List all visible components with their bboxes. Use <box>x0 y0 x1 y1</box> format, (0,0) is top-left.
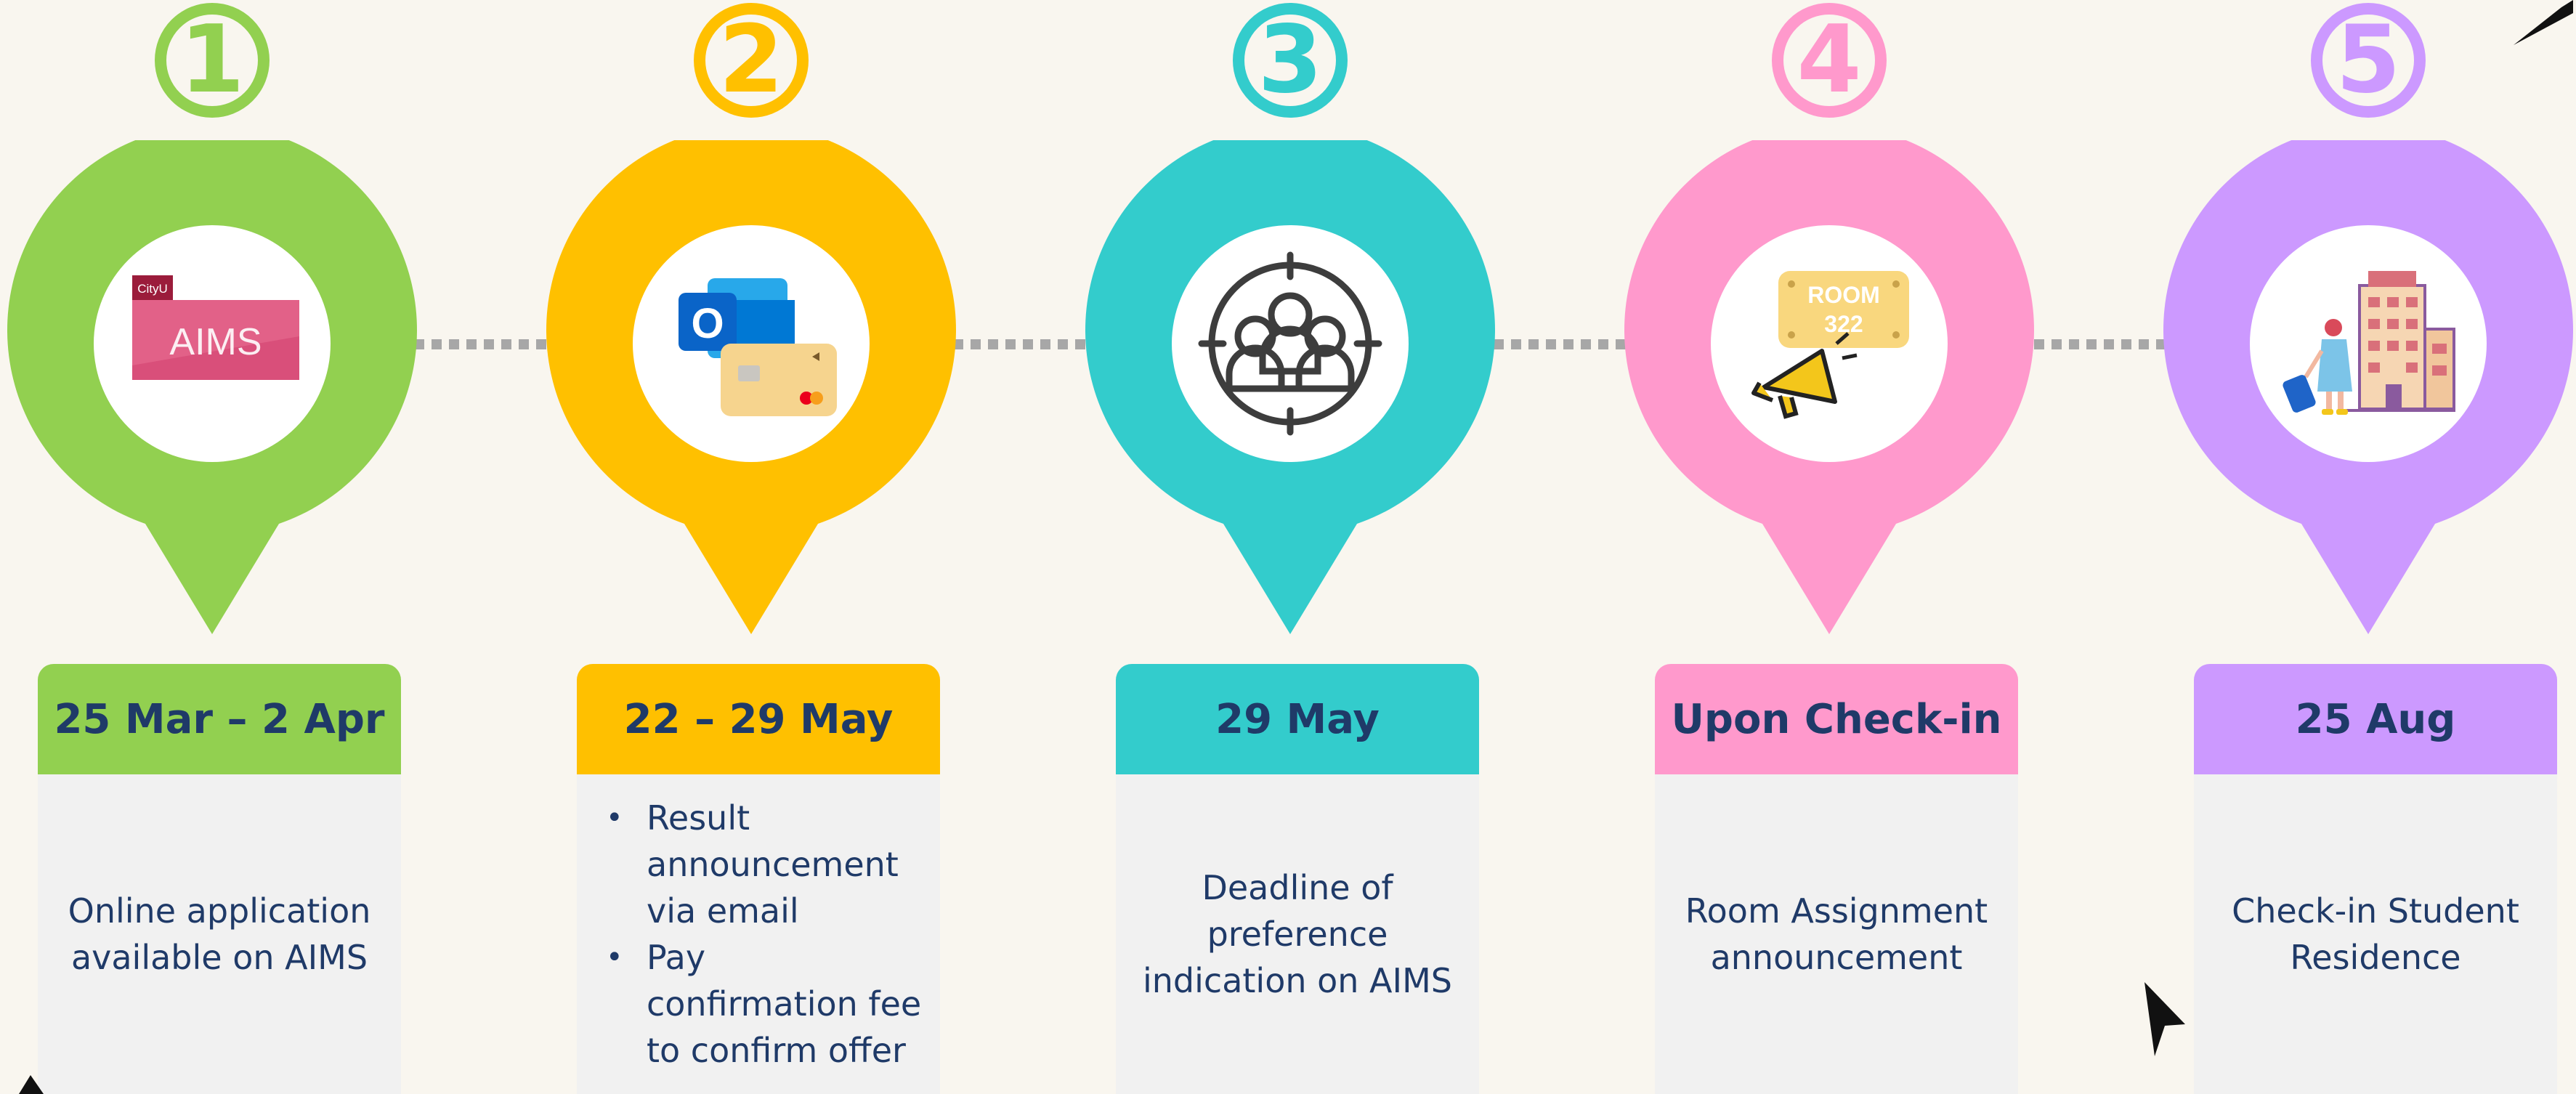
step-description-box: Deadline of preference indication on AIM… <box>1116 774 1479 1094</box>
corner-arrow-mark <box>19 1075 44 1094</box>
date-label: 25 Aug <box>2194 664 2557 774</box>
step-description-box: Check-in Student Residence <box>2194 774 2557 1094</box>
room-sign-megaphone-icon: ROOM 322 <box>1751 271 1909 419</box>
mouse-cursor-icon <box>2144 982 2185 1056</box>
svg-text:CityU: CityU <box>137 282 168 296</box>
step-description-box: Online application available on AIMS <box>38 774 401 1094</box>
step-description: Online application available on AIMS <box>68 891 371 977</box>
pin-icon-circle: ROOM 322 <box>1711 225 1948 462</box>
timeline-step-1: 1 CityU AIMS 25 Mar – 2 Apr Online appli… <box>7 0 417 1094</box>
timeline-step-5: 5 25 Aug Check <box>2163 0 2573 1094</box>
timeline-step-3: 3 29 May Deadline of preference indicati… <box>1085 0 1495 1094</box>
bullet-item: Pay confirmation fee to confirm offer <box>606 934 926 1074</box>
step-number-badge: 2 <box>694 3 809 118</box>
svg-text:322: 322 <box>1824 311 1863 337</box>
bullet-item: Result announcement via email <box>606 795 926 934</box>
date-label: 29 May <box>1116 664 1479 774</box>
svg-text:O: O <box>691 300 724 347</box>
timeline-step-2: 2 O 22 – 29 May Result announcement via … <box>546 0 956 1094</box>
date-label: 22 – 29 May <box>577 664 940 774</box>
step-description: Room Assignment announcement <box>1685 891 1988 977</box>
pin-icon-circle <box>2250 225 2487 462</box>
step-description: Check-in Student Residence <box>2232 891 2519 977</box>
step-number-badge: 5 <box>2311 3 2426 118</box>
pin-icon-circle: O <box>633 225 870 462</box>
pin-icon-circle <box>1172 225 1409 462</box>
dotted-connector-4-5 <box>2034 339 2172 349</box>
step-description: Deadline of preference indication on AIM… <box>1143 868 1452 1000</box>
dotted-connector-3-4 <box>1494 339 1632 349</box>
traveler-hotel-icon <box>2283 271 2455 415</box>
step-number-badge: 3 <box>1233 3 1348 118</box>
svg-text:AIMS: AIMS <box>169 321 262 363</box>
pin-icon-circle: CityU AIMS <box>94 225 331 462</box>
aims-logo-icon: CityU AIMS <box>132 275 299 380</box>
date-label: 25 Mar – 2 Apr <box>38 664 401 774</box>
pen-stroke-mark <box>2514 0 2573 45</box>
step-bullet-list: Result announcement via email Pay confir… <box>591 795 926 1074</box>
step-number-badge: 1 <box>155 3 270 118</box>
step-description-box: Room Assignment announcement <box>1655 774 2018 1094</box>
dotted-connector-1-2 <box>414 339 552 349</box>
svg-text:ROOM: ROOM <box>1807 282 1880 308</box>
timeline-step-4: 4 ROOM 322 Upon Check-in Room Assignment… <box>1624 0 2034 1094</box>
step-number-badge: 4 <box>1772 3 1887 118</box>
target-people-icon <box>1198 251 1382 436</box>
step-description-box: Result announcement via email Pay confir… <box>577 774 940 1094</box>
outlook-and-credit-card-icon: O <box>679 278 837 416</box>
date-label: Upon Check-in <box>1655 664 2018 774</box>
dotted-connector-2-3 <box>953 339 1091 349</box>
